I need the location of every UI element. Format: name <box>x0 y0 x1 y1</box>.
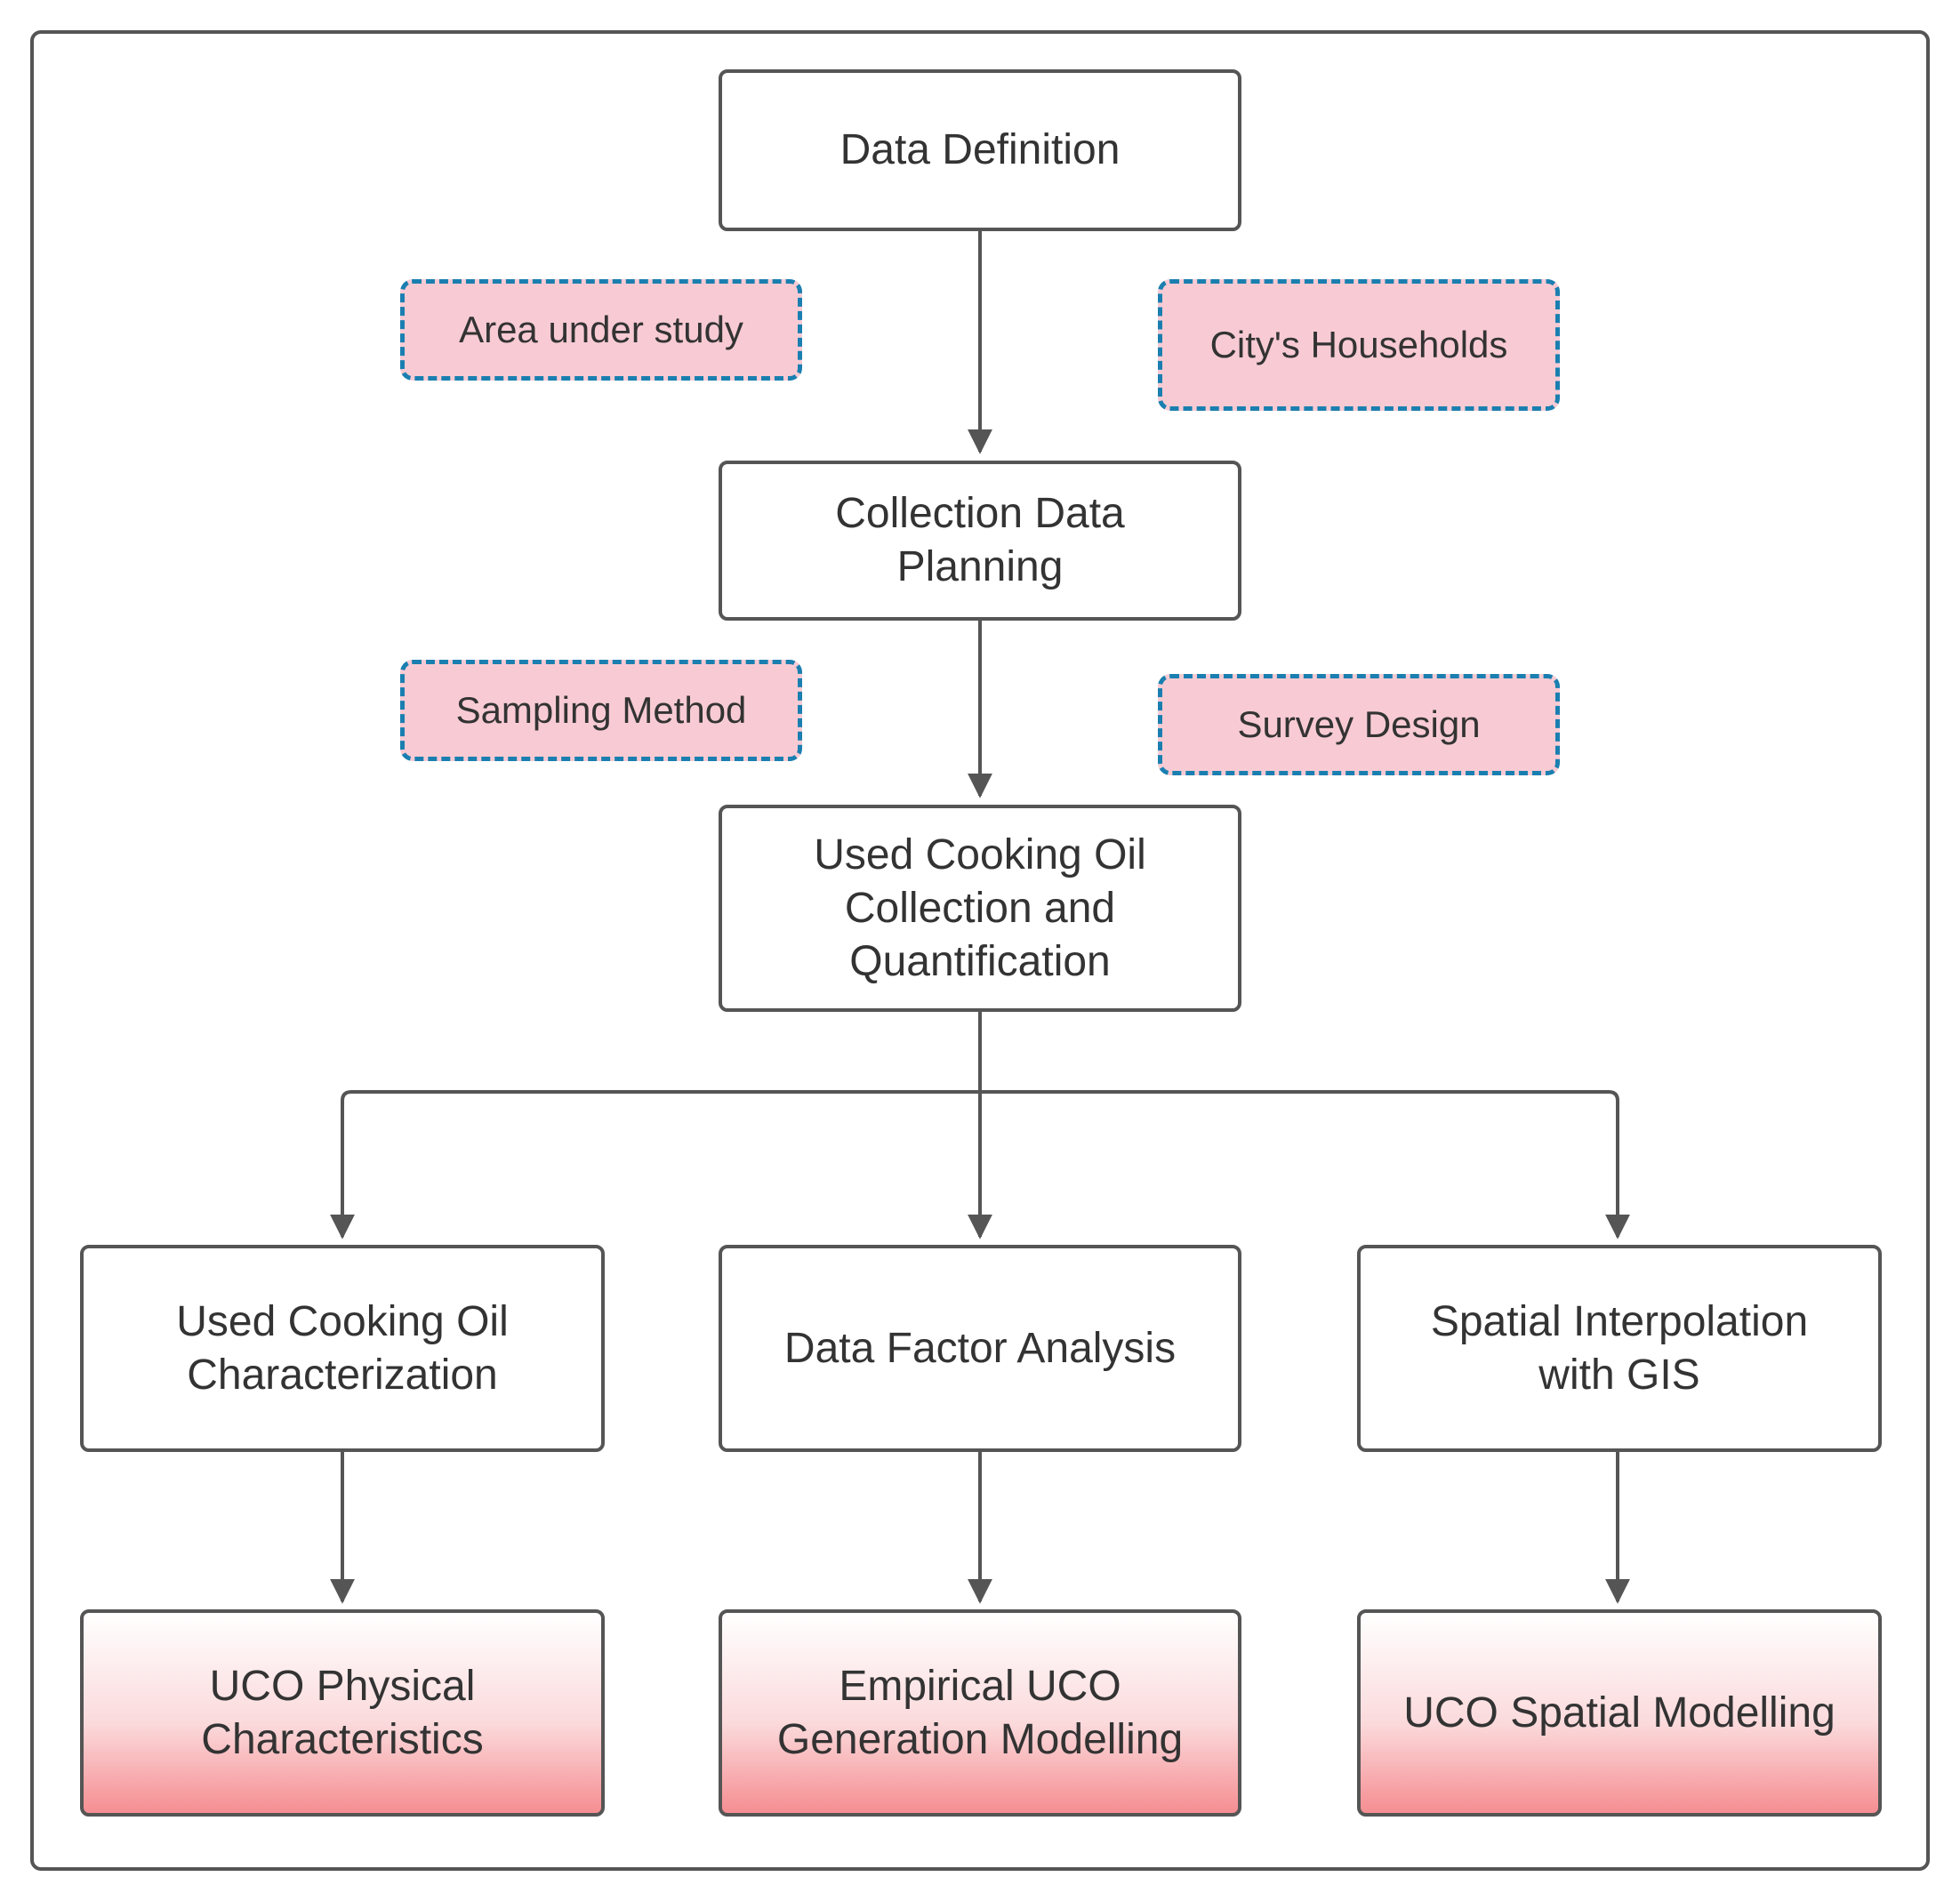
step-label: Used Cooking Oil Collection and Quantifi… <box>814 830 1146 985</box>
step-spatial-interpolation: Spatial Interpolation with GIS <box>1357 1245 1882 1452</box>
output-label: Empirical UCO Generation Modelling <box>776 1662 1184 1763</box>
input-survey-design: Survey Design <box>1158 674 1560 775</box>
input-label: Area under study <box>459 309 743 350</box>
step-uco-characterization: Used Cooking Oil Characterization <box>80 1245 605 1452</box>
output-empirical-uco-generation-modelling: Empirical UCO Generation Modelling <box>719 1609 1241 1817</box>
input-sampling-method: Sampling Method <box>400 660 802 761</box>
step-label: Spatial Interpolation with GIS <box>1430 1297 1809 1399</box>
input-label: Survey Design <box>1237 703 1481 745</box>
step-collection-data-planning: Collection Data Planning <box>719 461 1241 621</box>
step-label: Data Definition <box>839 126 1121 173</box>
step-label: Used Cooking Oil Characterization <box>176 1297 509 1399</box>
step-label: Data Factor Analysis <box>783 1324 1177 1372</box>
step-uco-collection-quantification: Used Cooking Oil Collection and Quantifi… <box>719 805 1241 1012</box>
input-area-under-study: Area under study <box>400 279 802 381</box>
step-label: Collection Data Planning <box>835 490 1125 590</box>
output-uco-physical-characteristics: UCO Physical Characteristics <box>80 1609 605 1817</box>
output-uco-spatial-modelling: UCO Spatial Modelling <box>1357 1609 1882 1817</box>
input-label: Sampling Method <box>455 689 747 731</box>
input-label: City's Households <box>1209 324 1508 365</box>
step-data-definition: Data Definition <box>719 69 1241 231</box>
input-city-households: City's Households <box>1158 279 1560 411</box>
step-data-factor-analysis: Data Factor Analysis <box>719 1245 1241 1452</box>
output-label: UCO Physical Characteristics <box>201 1662 484 1763</box>
output-label: UCO Spatial Modelling <box>1403 1688 1835 1737</box>
